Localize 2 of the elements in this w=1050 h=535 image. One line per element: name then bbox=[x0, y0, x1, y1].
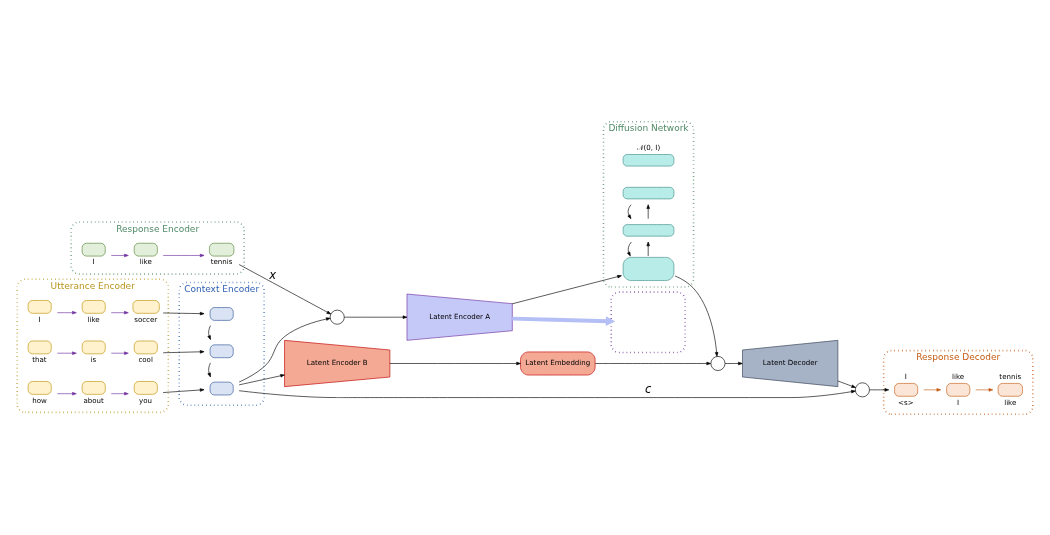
edge-label: x bbox=[269, 267, 277, 282]
edge-label: c bbox=[644, 381, 652, 396]
